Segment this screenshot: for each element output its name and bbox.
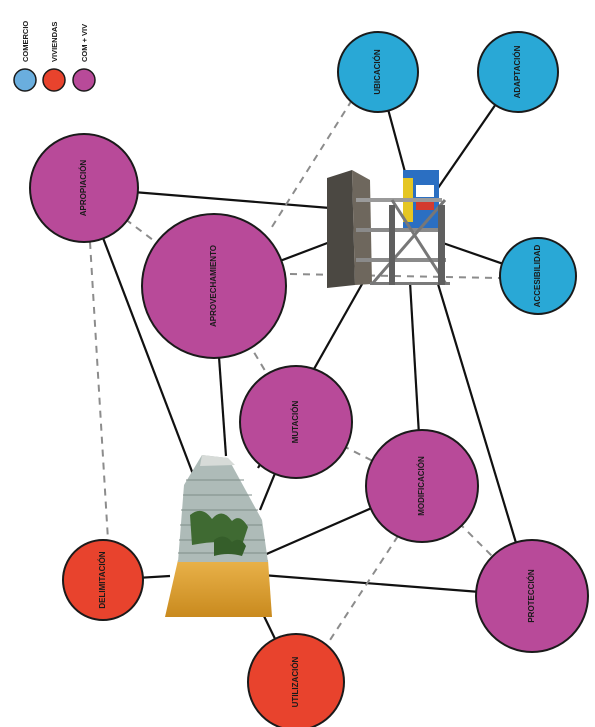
node-circle-accesibilidad	[499, 237, 577, 315]
node-label-apropiacion: APROPIACIÓN	[79, 160, 88, 217]
node-label-modificacion: MODIFICACIÓN	[417, 456, 426, 516]
node-label-utilizacion: UTILIZACIÓN	[291, 656, 300, 707]
node-circle-proteccion	[475, 539, 589, 653]
node-aprovechamiento: APROVECHAMIENTO	[141, 213, 287, 359]
node-circle-modificacion	[365, 429, 479, 543]
edge-modificacion-utilizacion-dashed	[329, 535, 399, 641]
node-label-accesibilidad: ACCESIBILIDAD	[533, 244, 542, 307]
node-circle-ubicacion	[337, 31, 419, 113]
node-label-adaptacion: ADAPTACIÓN	[513, 45, 522, 98]
edge-apropiacion-delimitacion-dashed	[89, 241, 109, 541]
node-delimitacion: DELIMITACIÓN	[62, 539, 144, 621]
house-facade-photo-icon	[165, 455, 272, 617]
node-label-proteccion: PROTECCIÓN	[527, 569, 536, 623]
legend: COMERCIO VIVIENDAS COM + VIV	[13, 21, 96, 92]
legend-label-2: COM + VIV	[80, 24, 89, 62]
node-circle-mutacion	[239, 365, 353, 479]
node-label-mutacion: MUTACIÓN	[291, 401, 300, 444]
node-label-ubicacion: UBICACIÓN	[373, 49, 382, 95]
node-circle-adaptacion	[477, 31, 559, 113]
commerce-stall-photo-icon	[327, 170, 450, 288]
node-circle-apropiacion	[29, 133, 139, 243]
legend-swatch-1	[42, 68, 66, 92]
node-proteccion: PROTECCIÓN	[475, 539, 589, 653]
node-circle-utilizacion	[247, 633, 345, 727]
node-accesibilidad: ACCESIBILIDAD	[499, 237, 577, 315]
nodes-layer: UBICACIÓN ADAPTACIÓN ACCESIBILIDAD APROPIAC…	[29, 31, 589, 727]
legend-swatch-2	[72, 68, 96, 92]
node-ubicacion: UBICACIÓN	[337, 31, 419, 113]
legend-label-1: VIVIENDAS	[50, 22, 59, 62]
node-circle-aprovechamiento	[141, 213, 287, 359]
legend-label-0: COMERCIO	[21, 21, 30, 62]
node-mutacion: MUTACIÓN	[239, 365, 353, 479]
node-apropiacion: APROPIACIÓN	[29, 133, 139, 243]
node-utilizacion: UTILIZACIÓN	[247, 633, 345, 727]
node-label-delimitacion: DELIMITACIÓN	[98, 551, 107, 608]
node-modificacion: MODIFICACIÓN	[365, 429, 479, 543]
node-circle-delimitacion	[62, 539, 144, 621]
legend-swatch-0	[13, 68, 37, 92]
node-adaptacion: ADAPTACIÓN	[477, 31, 559, 113]
node-label-aprovechamiento: APROVECHAMIENTO	[209, 245, 218, 327]
